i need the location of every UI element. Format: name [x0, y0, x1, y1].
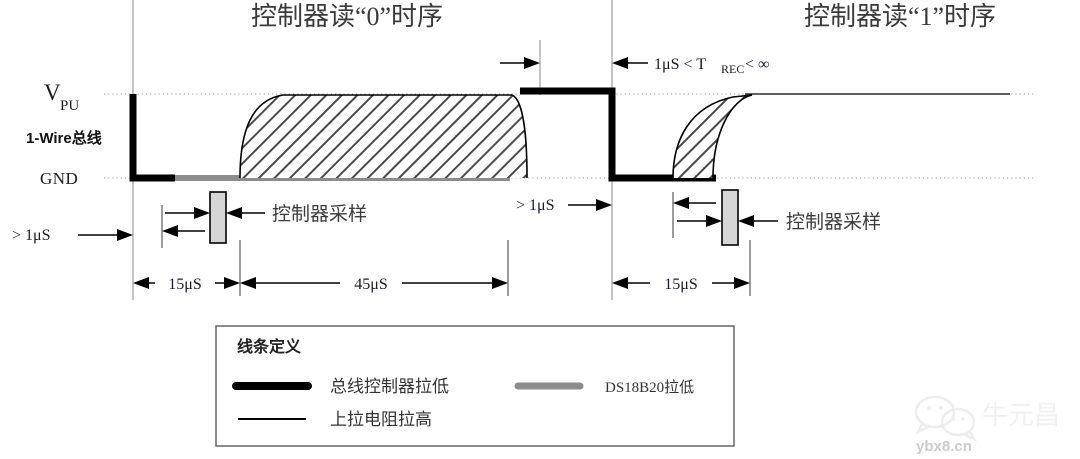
trec-label: 1μS < T [654, 56, 706, 73]
title-read1: 控制器读“1”时序 [804, 2, 996, 31]
sample-read1-arrow-back-head [673, 197, 689, 209]
dim-read0-45us-label-bg [340, 273, 402, 293]
dim-read1-15us-group: 15μS [612, 273, 750, 293]
legend: 线条定义 总线控制器拉低 DS18B20拉低 上拉电阻拉高 [215, 325, 735, 447]
dim-read0-45us-group: 45μS [240, 273, 508, 293]
dim-read0-15us-arrow-left [133, 277, 149, 289]
dim-read0-15us-arrow-right [224, 277, 240, 289]
wechat-icon [914, 395, 977, 442]
legend-label-ds18b20-low: DS18B20拉低 [605, 379, 694, 396]
sample-read0-arrow-in-head [194, 207, 210, 219]
sample-read0-label-arrow-head [226, 207, 242, 219]
legend-label-pullup-high: 上拉电阻拉高 [330, 410, 432, 429]
sample-window-read1-group: 控制器采样 [673, 189, 881, 246]
label-vpu-subscript: PU [60, 98, 79, 114]
gt1us-mid-group: > 1μS [516, 197, 612, 214]
gt1us-left-arrow-head [117, 229, 133, 241]
master-low-pulse-read0 [129, 94, 175, 182]
watermark-url: ybx8.cn [916, 438, 972, 455]
sample-window-read0-group: 控制器采样 [162, 191, 367, 244]
dim-read0-15us-group: 15μS [133, 273, 240, 293]
read1-rise-curve-inner [712, 94, 753, 179]
watermark-brand: 牛元昌 [982, 400, 1060, 430]
trec-arrow-head [612, 57, 628, 69]
label-gnd: GND [40, 169, 78, 188]
dim-read0-45us-arrow-left [240, 277, 256, 289]
sample-read1-label-arrow-head [738, 215, 754, 227]
sample-read1-label: 控制器采样 [786, 211, 881, 233]
dim-read1-15us-label-bg [650, 273, 712, 293]
label-bus: 1-Wire总线 [26, 129, 102, 147]
sample-box-read0 [209, 191, 227, 244]
read0-fall-curve [511, 94, 528, 179]
dim-read0-15us-label: 15μS [168, 276, 201, 293]
trec-label-subscript: REC [721, 62, 744, 76]
sample-read0-arrow-back-head [162, 225, 178, 237]
read1-hatched-band [673, 95, 752, 178]
gt1us-mid-arrow-head [596, 199, 612, 211]
legend-label-master-low: 总线控制器拉低 [330, 377, 449, 396]
title-read0: 控制器读“0”时序 [251, 2, 443, 31]
recovery-left-arrow-group [500, 57, 540, 69]
sample-read1-arrow-in-head [706, 215, 722, 227]
sample-read0-label: 控制器采样 [272, 203, 367, 225]
recovery-arrow-head [524, 57, 540, 69]
dim-read0-45us-label: 45μS [354, 276, 387, 293]
gt1us-mid-label: > 1μS [516, 197, 555, 214]
read1-rise-curve-outer [672, 94, 753, 179]
gt1us-left-group: > 1μS [12, 227, 133, 244]
trec-annotation-group: 1μS < T REC < ∞ [612, 56, 769, 76]
dim-read1-15us-label: 15μS [664, 276, 697, 293]
watermark: 牛元昌 ybx8.cn [914, 395, 1060, 455]
recovery-high-and-read1-low-edge [520, 87, 716, 182]
dim-read0-45us-arrow-right [492, 277, 508, 289]
label-vpu: V [44, 80, 61, 105]
trec-label-tail: < ∞ [745, 56, 769, 73]
read0-hatched-band [240, 95, 527, 178]
sample-box-read1 [721, 189, 739, 246]
gt1us-left-label: > 1μS [12, 227, 51, 244]
dim-read1-15us-arrow-left [612, 277, 628, 289]
legend-title: 线条定义 [237, 337, 301, 356]
dim-read1-15us-arrow-right [734, 277, 750, 289]
dim-read0-15us-label-bg [155, 273, 215, 293]
read0-rise-curve [239, 94, 512, 179]
